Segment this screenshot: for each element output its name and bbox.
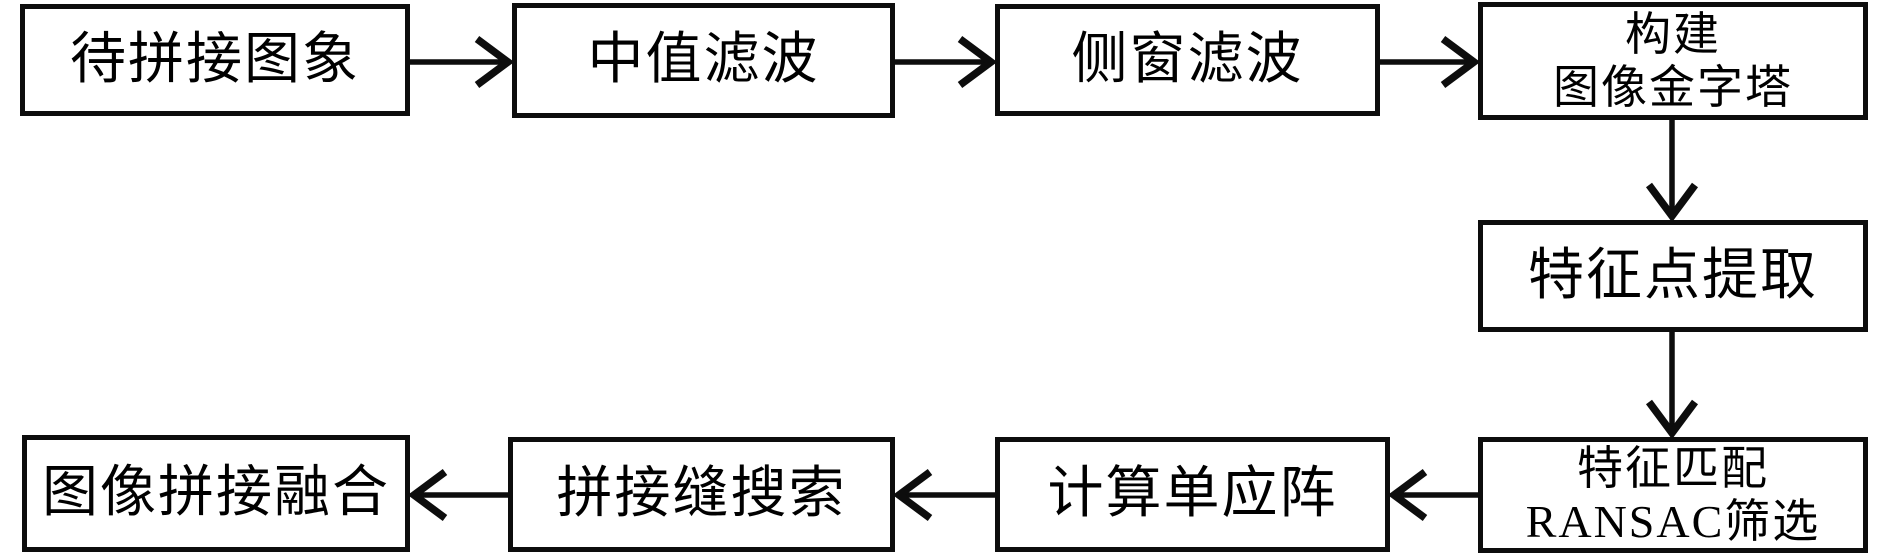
node-label: 拼接缝搜索 bbox=[556, 463, 847, 526]
flow-node-compute-homography: 计算单应阵 bbox=[995, 437, 1390, 552]
node-label: 图像拼接融合 bbox=[42, 462, 390, 525]
node-label: 构建 bbox=[1625, 8, 1721, 60]
arrow-feature-matching-ransac-to-compute-homography bbox=[1387, 468, 1478, 522]
node-label: 待拼接图象 bbox=[70, 28, 360, 91]
node-label: RANSAC筛选 bbox=[1525, 496, 1821, 547]
node-label: 特征点提取 bbox=[1528, 244, 1818, 307]
arrow-seam-search-to-image-stitch-fusion bbox=[407, 468, 508, 522]
flow-node-feature-point-extraction: 特征点提取 bbox=[1478, 220, 1868, 332]
flow-node-median-filter: 中值滤波 bbox=[512, 3, 895, 118]
node-label: 图像金字塔 bbox=[1553, 62, 1793, 113]
node-label: 特征匹配 bbox=[1577, 442, 1769, 494]
arrow-side-window-filter-to-build-image-pyramid bbox=[1380, 35, 1481, 89]
node-label: 中值滤波 bbox=[587, 29, 820, 92]
node-label: 计算单应阵 bbox=[1047, 463, 1338, 526]
arrow-source-images-to-median-filter bbox=[410, 35, 515, 89]
flow-node-seam-search: 拼接缝搜索 bbox=[508, 437, 895, 552]
node-label: 侧窗滤波 bbox=[1071, 28, 1304, 91]
arrow-median-filter-to-side-window-filter bbox=[895, 35, 998, 89]
arrow-build-image-pyramid-to-feature-point-extraction bbox=[1645, 120, 1699, 223]
flow-node-source-images: 待拼接图象 bbox=[20, 4, 410, 116]
flow-node-side-window-filter: 侧窗滤波 bbox=[995, 4, 1380, 116]
flow-node-image-stitch-fusion: 图像拼接融合 bbox=[22, 435, 410, 552]
arrow-feature-point-extraction-to-feature-matching-ransac bbox=[1645, 332, 1699, 440]
flow-node-build-image-pyramid: 构建图像金字塔 bbox=[1478, 2, 1868, 120]
arrow-compute-homography-to-seam-search bbox=[892, 468, 995, 522]
